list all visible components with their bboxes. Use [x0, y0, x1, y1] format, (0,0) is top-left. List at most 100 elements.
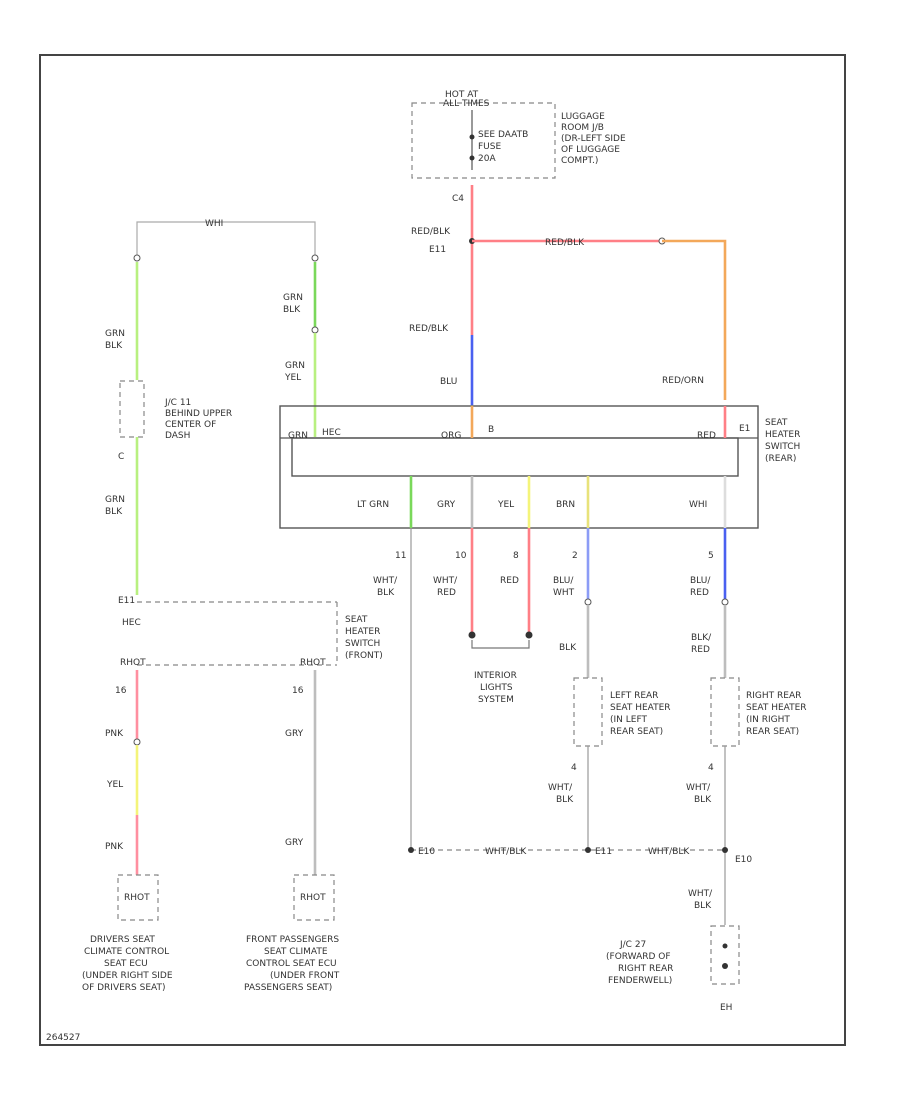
label-wht-blk-b: BLK — [377, 588, 395, 598]
label-lt-grn: LT GRN — [357, 500, 389, 510]
label-blk: BLK — [559, 643, 577, 653]
label-ref: 264527 — [46, 1033, 80, 1043]
connector-right-heater — [721, 598, 729, 606]
diagram-frame — [39, 54, 846, 1046]
interior-bracket — [471, 640, 530, 649]
label-seat-rear-2: HEATER — [765, 430, 800, 440]
label-luggage-1: LUGGAGE — [561, 112, 605, 122]
label-blu-wht-a: BLU/ — [553, 576, 574, 586]
label-gry: GRY — [437, 500, 456, 510]
label-rhot-pas: RHOT — [300, 893, 326, 903]
connector-pnk — [133, 738, 141, 746]
label-hec: HEC — [122, 618, 141, 628]
label-gry-2: GRY — [285, 838, 304, 848]
label-all-times: ALL TIMES — [443, 99, 490, 109]
label-rhot-drv: RHOT — [124, 893, 150, 903]
label-sw-org: ORG — [441, 431, 461, 441]
label-wht-red-a: WHT/ — [433, 576, 458, 586]
label-jc2-4: FENDERWELL) — [608, 976, 672, 986]
label-grn-blk-2b: BLK — [283, 305, 301, 315]
label-seat-rear-3: SWITCH — [765, 442, 800, 452]
label-sw-hec: HEC — [322, 428, 341, 438]
label-sw-b: B — [488, 425, 494, 435]
jc11-box — [119, 380, 145, 438]
label-blk-red-a: BLK/ — [691, 633, 712, 643]
connector-loop-left — [133, 254, 141, 262]
label-jc2-3: RIGHT REAR — [618, 964, 673, 974]
label-luggage-5: COMPT.) — [561, 156, 598, 166]
label-blu: BLU — [440, 377, 457, 387]
label-jc-4: DASH — [165, 431, 190, 441]
label-wht-blk-g2: WHT/BLK — [648, 847, 690, 857]
label-drv-2: CLIMATE CONTROL — [84, 947, 169, 957]
label-pnk-1: PNK — [105, 729, 124, 739]
label-fuse-2: FUSE — [478, 142, 501, 152]
label-rhot-top-left: RHOT — [120, 658, 146, 668]
label-jc2-2: (FORWARD OF — [606, 952, 671, 962]
label-pas-2: SEAT CLIMATE — [264, 947, 328, 957]
label-seat-rear-1: SEAT — [765, 418, 788, 428]
label-blu-red-b: RED — [690, 588, 709, 598]
label-pas-1: FRONT PASSENGERS — [246, 935, 339, 945]
wire-whi-loop — [136, 221, 316, 255]
label-hot-at: HOT AT — [445, 90, 479, 100]
label-seat-front-1: SEAT — [345, 615, 368, 625]
seat-heater-switch-rear — [279, 405, 759, 529]
label-left-heater-2: SEAT HEATER — [610, 703, 671, 713]
label-pnk-2: PNK — [105, 842, 124, 852]
label-luggage-4: OF LUGGAGE — [561, 145, 620, 155]
label-yel-2: YEL — [106, 780, 123, 790]
label-pin-11: 11 — [395, 551, 406, 561]
label-pin-10: 10 — [455, 551, 467, 561]
connector-grn — [311, 326, 319, 334]
label-pin-5: 5 — [708, 551, 714, 561]
label-e1-front: E11 — [118, 596, 135, 606]
label-pas-5: PASSENGERS SEAT) — [244, 983, 332, 993]
connector-loop-right — [311, 254, 319, 262]
label-pas-3: CONTROL SEAT ECU — [246, 959, 337, 969]
jc27-box — [710, 925, 740, 985]
label-c4: C4 — [452, 194, 464, 204]
label-jc-pin: C — [118, 452, 124, 462]
label-drv-3: SEAT ECU — [104, 959, 148, 969]
label-blu-red-a: BLU/ — [690, 576, 711, 586]
label-pas-4: (UNDER FRONT — [270, 971, 340, 981]
label-pin-4a: 4 — [571, 763, 577, 773]
label-right-heater-3: (IN RIGHT — [746, 715, 790, 725]
label-luggage-2: ROOM J/B — [561, 123, 604, 133]
label-e11-top: E11 — [429, 245, 446, 255]
jc27-node-2 — [722, 963, 728, 969]
label-right-heater-2: SEAT HEATER — [746, 703, 807, 713]
label-redorn: RED/ORN — [662, 376, 704, 386]
node-interior-right — [525, 631, 533, 639]
label-wb-r-a: WHT/ — [686, 783, 711, 793]
label-grn-yel-a: GRN — [285, 361, 305, 371]
label-left-heater-4: REAR SEAT) — [610, 727, 663, 737]
label-pin-16b: 16 — [292, 686, 304, 696]
label-wht-blk-a: WHT/ — [373, 576, 398, 586]
label-red-w: RED — [500, 576, 519, 586]
label-e10b: E10 — [735, 855, 752, 865]
connector-left-heater — [584, 598, 592, 606]
fuse-box — [411, 102, 556, 179]
label-seat-front-2: HEATER — [345, 627, 380, 637]
label-jc2-1: J/C 27 — [619, 940, 646, 950]
label-grn-blk-3a: GRN — [105, 495, 125, 505]
label-whi-top: WHI — [205, 219, 223, 229]
label-e10: E10 — [418, 847, 435, 857]
label-drv-5: OF DRIVERS SEAT) — [82, 983, 166, 993]
label-brn: BRN — [556, 500, 575, 510]
label-drv-1: DRIVERS SEAT — [90, 935, 155, 945]
label-sw-e1: E1 — [739, 424, 750, 434]
label-right-heater-1: RIGHT REAR — [746, 691, 801, 701]
ground-node-1 — [408, 847, 414, 853]
label-sw-red: RED — [697, 431, 716, 441]
label-yel: YEL — [497, 500, 514, 510]
label-wht-blk-g1: WHT/BLK — [485, 847, 527, 857]
label-sw-grn: GRN — [288, 431, 308, 441]
label-gry-1: GRY — [285, 729, 304, 739]
label-wht-red-b: RED — [437, 588, 456, 598]
label-e11: E11 — [595, 847, 612, 857]
label-fuse-3: 20A — [478, 154, 496, 164]
